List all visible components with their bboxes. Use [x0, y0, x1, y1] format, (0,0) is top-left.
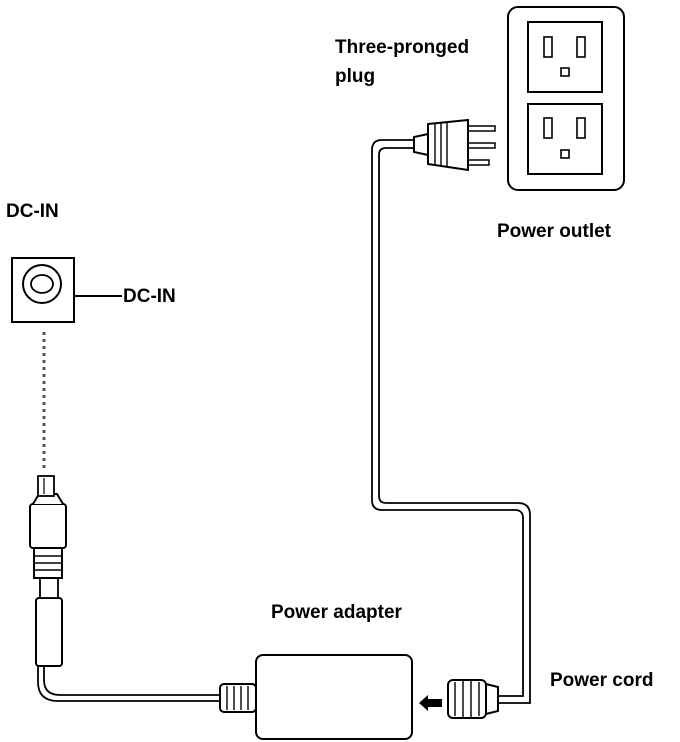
insert-arrow-icon: [419, 695, 442, 711]
three-pronged-plug: [413, 118, 496, 172]
outlet-receptacle-upper: [527, 21, 603, 93]
cord-connector: [447, 679, 499, 719]
power-cord: [371, 139, 531, 704]
three-pronged-plug-label: Three-pronged plug: [335, 33, 469, 91]
power-outlet: [507, 6, 625, 191]
outlet-receptacle-lower: [527, 103, 603, 175]
dc-in-port: [11, 257, 122, 323]
power-adapter: [219, 654, 413, 740]
three-pronged-plug-label-line2: plug: [335, 66, 376, 87]
three-pronged-plug-label-line1: Three-pronged: [335, 37, 470, 58]
dc-cable: [37, 666, 220, 702]
dc-in-port-label: DC-IN: [123, 286, 176, 307]
power-cord-label: Power cord: [550, 670, 654, 691]
dc-plug: [29, 475, 67, 667]
power-outlet-label: Power outlet: [497, 221, 612, 242]
power-adapter-label: Power adapter: [271, 602, 402, 623]
dc-in-title-label: DC-IN: [6, 201, 59, 222]
